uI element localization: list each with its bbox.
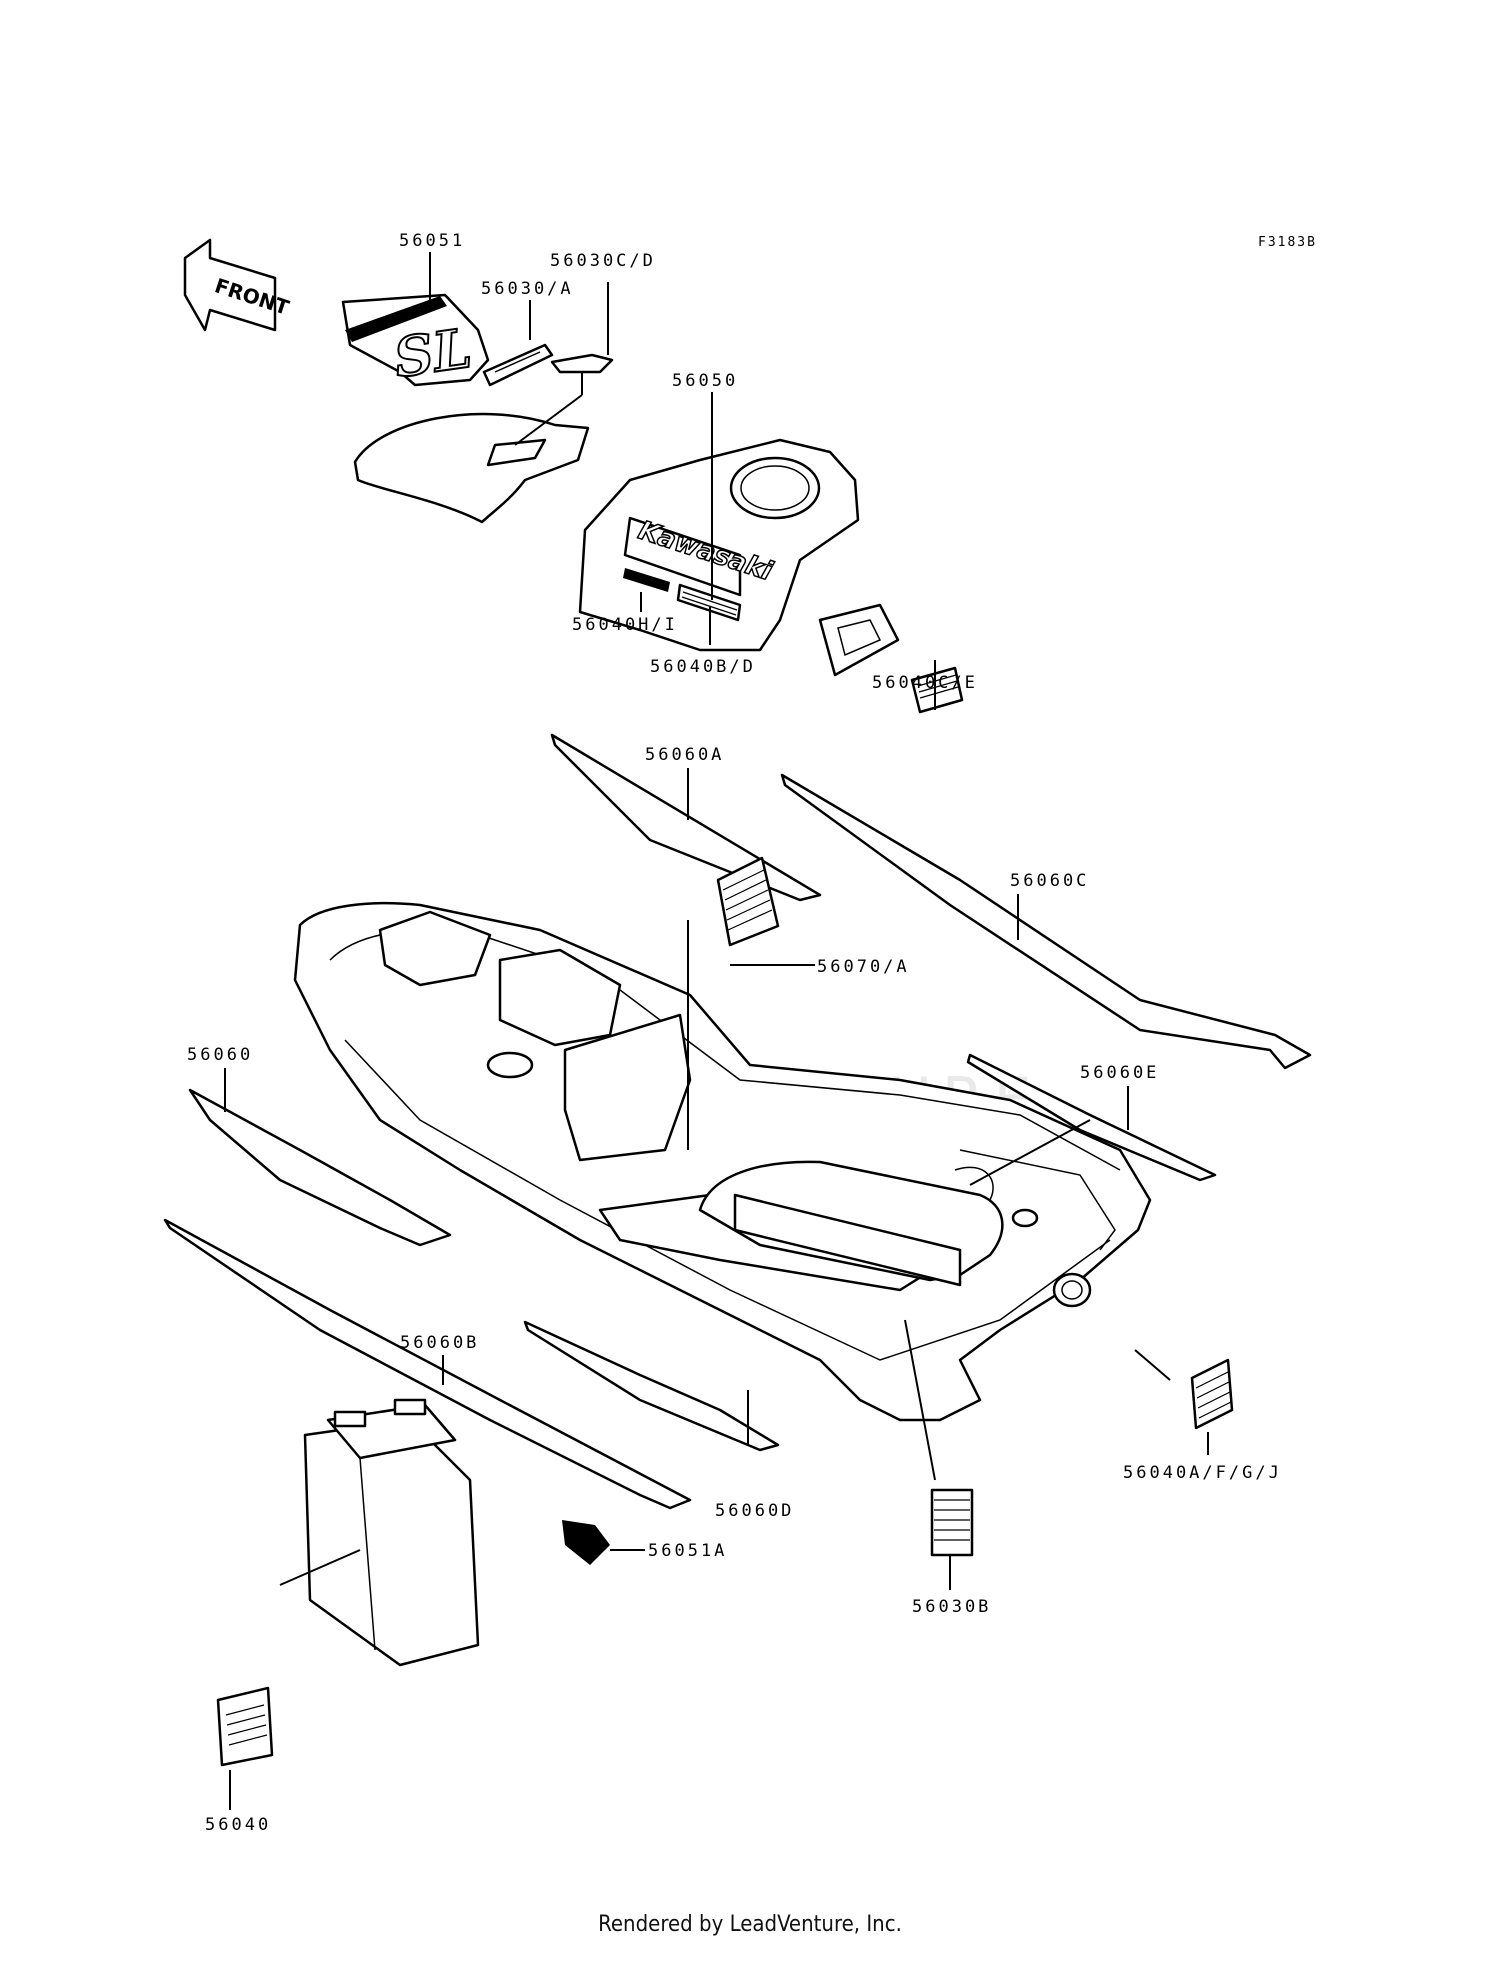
sl-emblem-decal: SL (341, 293, 490, 391)
callout-56070a: 56070/A (817, 957, 910, 977)
hull-body (293, 901, 1152, 1422)
figure-code: F3183B (1258, 235, 1317, 250)
callout-56030cd: 56030C/D (550, 251, 656, 271)
callout-56040bd: 56040B/D (650, 657, 756, 677)
bracket-piece (818, 603, 964, 714)
stripe-56060d (523, 1320, 780, 1452)
callout-56060c: 56060C (1010, 871, 1089, 891)
sl-emblem-text: SL (390, 316, 475, 390)
vent-decal-56070a (716, 856, 780, 947)
battery (303, 1398, 480, 1667)
callout-56051: 56051 (399, 231, 465, 251)
front-arrow-icon: FRONT (183, 238, 292, 332)
callout-56040afgj: 56040A/F/G/J (1123, 1463, 1282, 1483)
callout-56030b: 56030B (912, 1597, 991, 1617)
callout-56051a: 56051A (648, 1541, 727, 1561)
label-decal-56040afgj (1190, 1358, 1234, 1430)
emblem-decal-56051a (562, 1520, 610, 1565)
callout-56040ce: 56040C/E (872, 673, 978, 693)
pad-decal-56030a (482, 343, 554, 387)
callout-56040: 56040 (205, 1815, 271, 1835)
stripe-56060e (966, 1053, 1217, 1182)
stripe-56060c (780, 773, 1312, 1070)
callout-56050: 56050 (672, 371, 738, 391)
callout-56060e: 56060E (1080, 1063, 1159, 1083)
callout-labels: 56051 56030/A 56030C/D 56050 56040H/I 56… (187, 231, 1282, 1835)
footer-credit: Rendered by LeadVenture, Inc. (598, 1912, 902, 1937)
leader-lines (224, 252, 1209, 1810)
seat-piece (353, 412, 590, 524)
strip-decal-56030cd (550, 353, 614, 374)
callout-56060a: 56060A (645, 745, 724, 765)
callout-56060b: 56060B (400, 1333, 479, 1353)
stripe-56060b (163, 1218, 692, 1510)
callout-56060: 56060 (187, 1045, 253, 1065)
label-decal-56030b (930, 1488, 974, 1557)
callout-56040hi: 56040H/I (572, 615, 678, 635)
callout-56030a: 56030/A (481, 279, 574, 299)
stripe-56060a (550, 733, 822, 902)
stripe-56060 (188, 1088, 452, 1247)
label-decal-56040 (216, 1686, 274, 1767)
callout-56060d: 56060D (715, 1501, 794, 1521)
cowl-piece: Kawasaki (578, 438, 860, 652)
